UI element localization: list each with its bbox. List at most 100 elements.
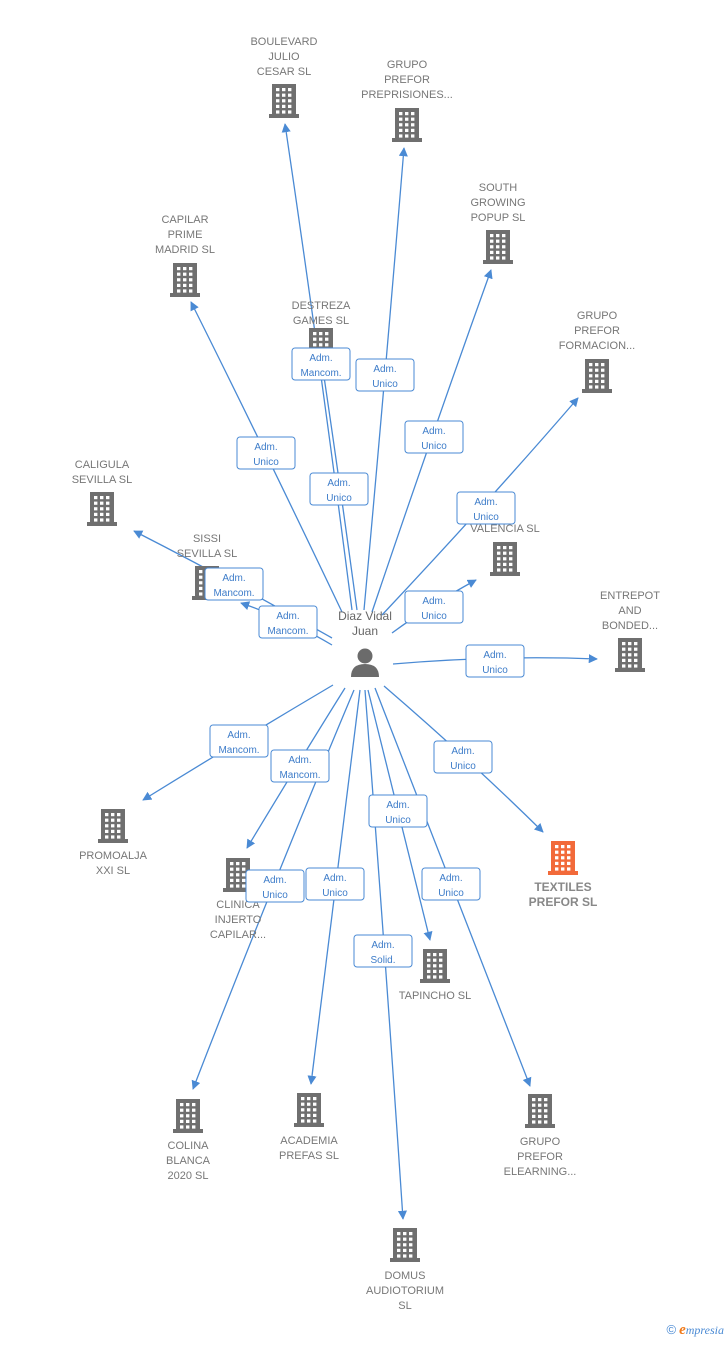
relation-badge[interactable]: Adm.Mancom. xyxy=(209,724,269,758)
relation-badge[interactable]: Adm.Unico xyxy=(421,867,481,901)
relation-badge-line: Unico xyxy=(473,512,499,523)
building-icon[interactable] xyxy=(490,542,520,576)
company-label: PREFOR xyxy=(517,1151,563,1163)
company-label: ELEARNING... xyxy=(504,1166,577,1178)
building-icon[interactable] xyxy=(582,359,612,393)
relation-badge-line: Adm. xyxy=(222,573,245,584)
brand-name: mpresia xyxy=(685,1323,724,1337)
relation-badge[interactable]: Adm. Unico xyxy=(245,869,305,903)
relation-badge-line: Adm. xyxy=(483,650,506,661)
relation-badge[interactable]: Adm.Unico xyxy=(355,358,415,392)
relation-badge-line: Adm. xyxy=(386,800,409,811)
building-icon[interactable] xyxy=(548,841,578,875)
relation-badge[interactable]: Adm. Unico xyxy=(236,436,296,470)
company-label: JULIO xyxy=(268,51,300,63)
relation-badge-line: Unico xyxy=(262,890,288,901)
relation-badge-line: Unico xyxy=(372,379,398,390)
relation-badge-line: Adm. xyxy=(288,755,311,766)
company-label: ACADEMIA xyxy=(280,1135,338,1147)
relation-badge-line: Unico xyxy=(421,441,447,452)
person-icon[interactable] xyxy=(351,648,379,678)
relation-badge-line: Adm. xyxy=(371,940,394,951)
company-label: GROWING xyxy=(471,197,526,209)
company-label: AUDIOTORIUM xyxy=(366,1285,444,1297)
relation-badge-line: Unico xyxy=(253,457,279,468)
company-label: CAPILAR... xyxy=(210,929,266,941)
relation-badge-line: Unico xyxy=(450,761,476,772)
company-label: CESAR SL xyxy=(257,66,311,78)
relation-badge[interactable]: Adm.Unico xyxy=(309,472,369,506)
company-label: ENTREPOT xyxy=(600,590,660,602)
relation-badge-line: Unico xyxy=(421,611,447,622)
person-label: Juan xyxy=(352,624,378,638)
building-icon[interactable] xyxy=(420,949,450,983)
company-node-grupo-formacion[interactable]: GRUPOPREFORFORMACION... xyxy=(559,310,635,393)
building-icon[interactable] xyxy=(525,1094,555,1128)
company-label: GRUPO xyxy=(520,1136,561,1148)
relation-badge-line: Adm. xyxy=(227,730,250,741)
company-label: FORMACION... xyxy=(559,340,635,352)
building-icon[interactable] xyxy=(392,108,422,142)
building-icon[interactable] xyxy=(170,263,200,297)
relation-badge[interactable]: Adm.Solid. xyxy=(353,934,413,968)
company-node-grupo-preprisiones[interactable]: GRUPOPREFORPREPRISIONES... xyxy=(361,59,453,142)
relation-badge-line: Adm. xyxy=(263,875,286,886)
relation-badge[interactable]: Adm. Unico xyxy=(456,491,516,525)
company-label: SEVILLA SL xyxy=(72,474,133,486)
building-icon[interactable] xyxy=(173,1099,203,1133)
relation-badge[interactable]: Adm. Mancom. xyxy=(258,605,318,639)
relation-badge-line: Adm. xyxy=(451,746,474,757)
company-label: BONDED... xyxy=(602,620,658,632)
relation-badge[interactable]: Adm.Unico xyxy=(368,794,428,828)
company-label: PROMOALJA xyxy=(79,850,148,862)
company-label: SL xyxy=(398,1300,411,1312)
company-label: PRIME xyxy=(168,229,203,241)
company-label: CAPILAR xyxy=(161,214,208,226)
company-label: GRUPO xyxy=(577,310,618,322)
relation-badge-line: Adm. xyxy=(422,596,445,607)
company-node-boulevard[interactable]: BOULEVARD JULIO CESAR SL xyxy=(250,36,318,118)
relation-badge-line: Adm. xyxy=(474,497,497,508)
relation-badge[interactable]: Adm. Mancom. xyxy=(204,567,264,601)
relation-badge[interactable]: Adm.Unico xyxy=(465,644,525,678)
company-node-grupo-elearning[interactable]: GRUPO PREFOR ELEARNING... xyxy=(504,1094,577,1178)
company-label: GAMES SL xyxy=(293,315,349,327)
relation-badge[interactable]: Adm.Mancom. xyxy=(270,749,330,783)
relation-badge[interactable]: Adm.Unico xyxy=(305,867,365,901)
relation-badge-line: Adm. xyxy=(327,478,350,489)
relation-badge[interactable]: Adm. Unico xyxy=(404,590,464,624)
building-icon[interactable] xyxy=(390,1228,420,1262)
building-icon[interactable] xyxy=(294,1093,324,1127)
footer-brand: ©empresia xyxy=(667,1322,725,1339)
relation-badge-line: Mancom. xyxy=(267,626,308,637)
company-node-tapincho[interactable]: TAPINCHO SL xyxy=(399,949,472,1002)
relation-badge[interactable]: Adm. Unico xyxy=(404,420,464,454)
building-icon[interactable] xyxy=(269,84,299,118)
building-icon[interactable] xyxy=(87,492,117,526)
relation-badge[interactable]: Adm.Mancom. xyxy=(291,347,351,381)
relation-badge-line: Adm. xyxy=(323,873,346,884)
building-icon[interactable] xyxy=(483,230,513,264)
company-label: PREFOR SL xyxy=(529,895,598,909)
building-icon[interactable] xyxy=(615,638,645,672)
company-label: BOULEVARD xyxy=(250,36,317,48)
building-icon[interactable] xyxy=(98,809,128,843)
relation-badge-line: Unico xyxy=(438,888,464,899)
relation-badge[interactable]: Adm. Unico xyxy=(433,740,493,774)
relation-badge-line: Adm. xyxy=(422,426,445,437)
relation-badge-line: Adm. xyxy=(254,442,277,453)
relation-badge-line: Mancom. xyxy=(213,588,254,599)
company-node-entrepot[interactable]: ENTREPOTANDBONDED... xyxy=(600,590,660,672)
relation-badge-line: Adm. xyxy=(276,611,299,622)
